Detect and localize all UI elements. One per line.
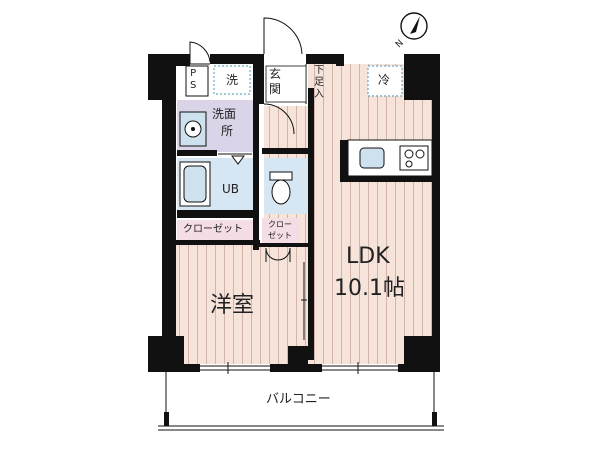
western-room-label: 洋室 [210, 293, 255, 318]
closet-main-label: クローゼット [183, 224, 243, 235]
washroom-label-1: 洗面 [212, 107, 237, 121]
kitchen-counter [347, 139, 433, 177]
entrance-step [265, 65, 307, 103]
shoe-box-label: 下足入 [314, 65, 324, 100]
wash-basin [179, 111, 207, 147]
western-room-floor [176, 244, 308, 368]
closet-small-label-1: クロー [268, 220, 292, 229]
washroom-label-2: 所 [221, 124, 234, 138]
balcony-label: バルコニー [266, 392, 331, 407]
north-arrow-icon [400, 12, 428, 40]
bathtub [179, 161, 211, 207]
closet-main-floor [177, 220, 257, 242]
washer-pan [213, 65, 251, 95]
washer-label: 洗 [226, 73, 239, 87]
walls [148, 54, 440, 372]
windows [200, 362, 398, 374]
balcony-outline [158, 372, 444, 431]
entrance-label: 玄関 [269, 67, 282, 96]
ldk-size-label: 10.1帖 [334, 276, 405, 301]
closet-small-floor [262, 218, 300, 246]
toilet [269, 171, 293, 205]
pipe-space-box [185, 65, 209, 97]
fridge-label: 冷 [378, 73, 391, 87]
ldk-label: LDK [346, 244, 390, 269]
closet-small-label-2: ゼット [268, 231, 292, 240]
unit-bath-label: UB [222, 182, 240, 196]
fridge-space [367, 65, 403, 97]
